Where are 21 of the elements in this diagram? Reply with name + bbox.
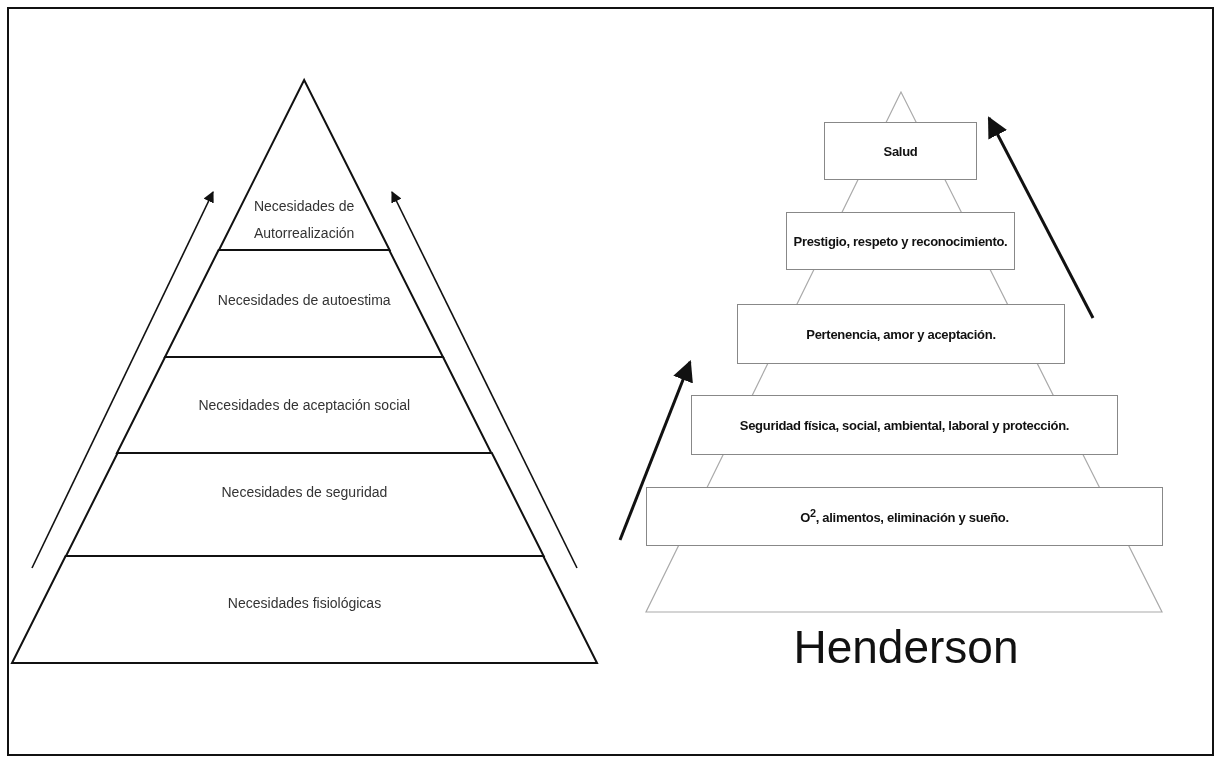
level-label: Salud bbox=[883, 143, 918, 159]
level-box bbox=[646, 487, 1163, 546]
level-label: Prestigio, respeto y reconocimiento. bbox=[793, 233, 1008, 249]
pyramid-tier-band bbox=[165, 250, 444, 357]
pyramid-tier-band bbox=[65, 453, 544, 556]
level-label: O$^{2}$, alimentos, eliminación y sueño. bbox=[800, 507, 1009, 526]
level-label: Pertenencia, amor y aceptación. bbox=[806, 326, 996, 342]
tier-label: Necesidades de aceptación social bbox=[197, 395, 412, 415]
level-box bbox=[824, 122, 977, 180]
tier-label: Necesidades de Autorrealización bbox=[252, 197, 356, 243]
pyramid-tier-triangle bbox=[218, 80, 390, 250]
level-box bbox=[737, 304, 1065, 364]
level-label: Seguridad física, social, ambiental, laboral y protección. bbox=[739, 417, 1070, 433]
pyramid-tier-band bbox=[12, 556, 597, 663]
pyramid-title: Henderson bbox=[792, 620, 1020, 674]
tier-label: Necesidades de autoestima bbox=[216, 290, 392, 310]
tier-label: Necesidades fisiológicas bbox=[226, 593, 383, 613]
pyramid-tier-band bbox=[117, 357, 492, 453]
tier-label: Necesidades de seguridad bbox=[220, 482, 389, 502]
level-box bbox=[691, 395, 1118, 455]
level-box bbox=[786, 212, 1015, 270]
